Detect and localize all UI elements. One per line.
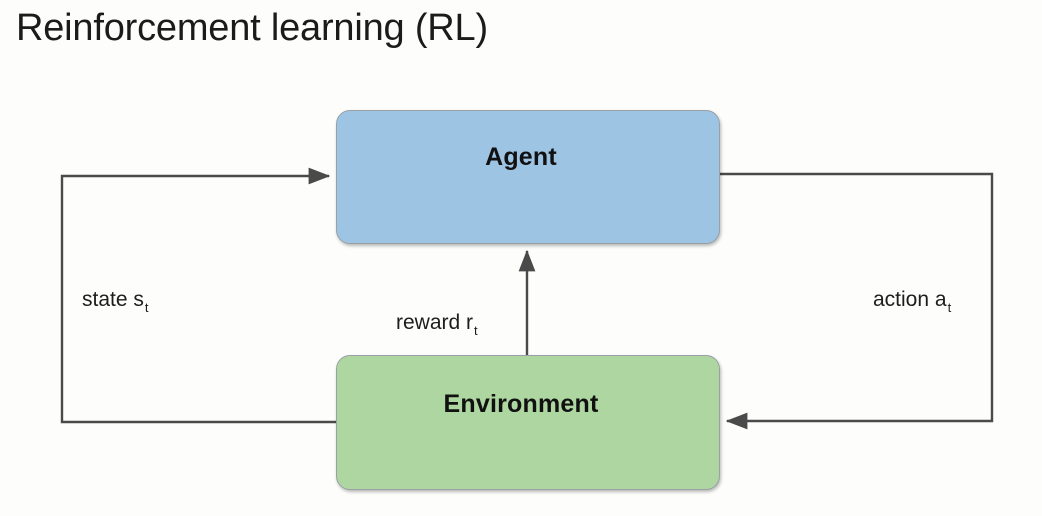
action-connector (720, 172, 994, 430)
state-edge-label-text: state s (82, 288, 144, 311)
environment-node-label: Environment (443, 390, 599, 418)
reward-edge-label-text: reward r (396, 311, 474, 334)
state-edge-label: state st (82, 288, 149, 315)
agent-node-label: Agent (485, 143, 557, 171)
action-edge-label: action at (873, 288, 952, 315)
reward-edge-label-subscript: t (474, 323, 478, 338)
agent-node (336, 110, 720, 244)
environment-node (336, 355, 720, 490)
action-edge-label-subscript: t (947, 300, 952, 315)
state-connector (60, 167, 336, 424)
state-edge-label-subscript: t (144, 300, 149, 315)
page-title: Reinforcement learning (RL) (16, 7, 488, 49)
reward-edge-label: reward rt (396, 311, 478, 338)
action-edge-label-text: action a (873, 288, 947, 311)
